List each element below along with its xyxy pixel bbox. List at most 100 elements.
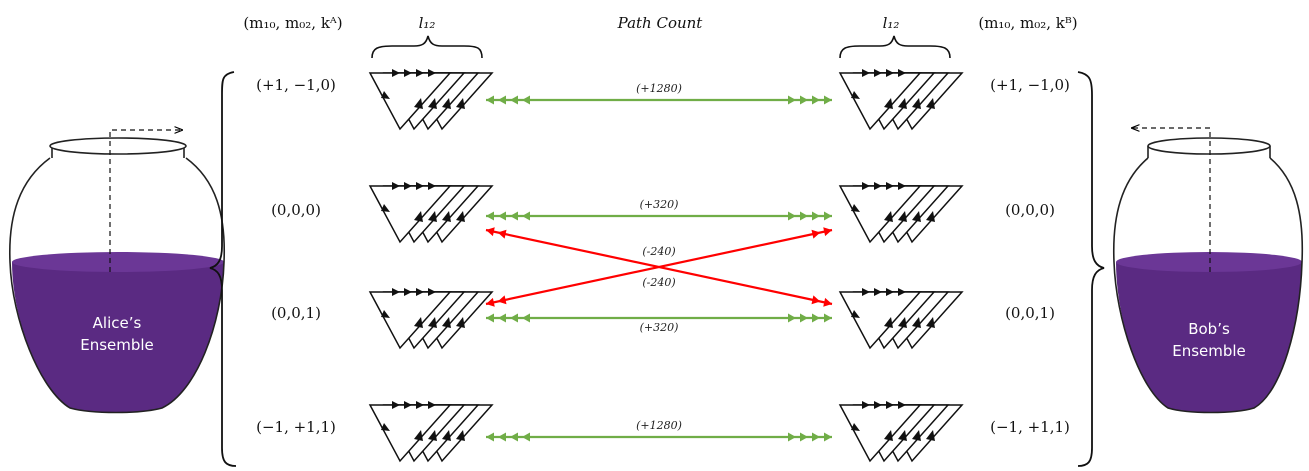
right-edge-arrowhead	[851, 423, 860, 431]
right-top-arrowhead	[874, 182, 882, 190]
link-arrowhead-left	[498, 432, 506, 442]
link-arrowhead-right	[812, 313, 820, 323]
right-top-arrowhead	[874, 288, 882, 296]
right-edge-arrowhead	[851, 204, 860, 212]
left-diag-arrowhead	[428, 430, 437, 441]
right-top-arrowhead	[862, 401, 870, 409]
alice-label-line2: Ensemble	[80, 336, 154, 354]
header-right-tuple: (m₁₀, m₀₂, kᴮ)	[978, 14, 1077, 32]
link-arrowhead-right	[824, 432, 832, 442]
left-edge-arrowhead	[381, 310, 390, 318]
left-top-arrowhead	[416, 288, 424, 296]
right-big-brace	[1077, 71, 1105, 467]
link-arrowhead-left	[510, 313, 518, 323]
header-left-tuple: (m₁₀, m₀₂, kᴬ)	[243, 14, 342, 32]
right-top-arrowhead	[886, 401, 894, 409]
link-arrowhead-left	[510, 95, 518, 105]
left-diag-arrowhead	[456, 430, 465, 441]
left-diag-arrowhead	[414, 98, 423, 109]
right-state-label: (0,0,1)	[1005, 304, 1055, 322]
right-triangle-diagram-2	[838, 288, 964, 350]
left-diag-arrowhead	[456, 211, 465, 222]
link-arrowhead-right	[811, 229, 821, 239]
left-edge-arrowhead	[381, 204, 390, 212]
link-line	[485, 228, 833, 306]
right-top-arrowhead	[874, 401, 882, 409]
right-state-label: (−1, +1,1)	[990, 418, 1070, 436]
right-diag-arrowhead	[926, 317, 935, 328]
left-diag-arrowhead	[442, 98, 451, 109]
left-top-arrowhead	[428, 401, 436, 409]
right-state-label: (0,0,0)	[1005, 201, 1055, 219]
left-diag-arrowhead	[442, 430, 451, 441]
right-diag-arrowhead	[898, 317, 907, 328]
link-arrowhead-left	[486, 211, 494, 221]
link-arrowhead-left	[497, 229, 507, 239]
link-arrowhead-right	[812, 95, 820, 105]
path-count-links: (+1280)(+320)(-240)(-240)(+320)(+1280)	[485, 82, 833, 442]
link-arrowhead-right	[823, 297, 832, 307]
alice-jar: Alice’s Ensemble	[8, 130, 226, 414]
link-arrowhead-right	[812, 432, 820, 442]
path-count-label: (-240)	[642, 276, 675, 289]
link-arrowhead-right	[824, 95, 832, 105]
left-top-arrowhead	[416, 401, 424, 409]
left-top-arrowhead	[404, 288, 412, 296]
right-state-label: (+1, −1,0)	[990, 76, 1070, 94]
link-arrowhead-right	[788, 95, 796, 105]
path-count-label: (+1280)	[636, 82, 682, 95]
left-edge-arrowhead	[381, 423, 390, 431]
link-arrowhead-right	[788, 211, 796, 221]
header-right-l12: l₁₂	[883, 14, 900, 32]
right-diag-arrowhead	[912, 98, 921, 109]
alice-jar-liquid	[12, 262, 224, 413]
right-top-arrowhead	[874, 69, 882, 77]
link-arrowhead-right	[824, 211, 832, 221]
right-edge-arrowhead	[851, 310, 860, 318]
link-arrowhead-right	[788, 313, 796, 323]
right-top-arrowhead	[898, 288, 906, 296]
right-top-arrowhead	[862, 182, 870, 190]
right-diag-arrowhead	[912, 211, 921, 222]
right-edge-arrowhead	[851, 91, 860, 99]
link-arrowhead-left	[522, 211, 530, 221]
left-top-arrowhead	[392, 69, 400, 77]
right-diag-arrowhead	[912, 430, 921, 441]
left-triangle-diagram-3	[368, 401, 494, 463]
left-triangle-diagram-0	[368, 69, 494, 131]
left-big-brace	[209, 71, 237, 467]
right-top-arrowhead	[862, 288, 870, 296]
alice-label-line1: Alice’s	[93, 314, 142, 332]
right-triangle-diagram-0	[838, 69, 964, 131]
left-diag-arrowhead	[428, 98, 437, 109]
link-arrowhead-right	[823, 227, 832, 237]
right-diag-arrowhead	[884, 430, 893, 441]
link-arrowhead-left	[510, 432, 518, 442]
path-count-label: (+320)	[640, 198, 679, 211]
path-count-label: (+1280)	[636, 419, 682, 432]
path-count-link	[486, 211, 832, 221]
left-top-arrowhead	[428, 182, 436, 190]
link-arrowhead-right	[800, 432, 808, 442]
bob-jar: Bob’s Ensemble	[1112, 128, 1304, 414]
right-diag-arrowhead	[898, 211, 907, 222]
link-arrowhead-left	[486, 297, 495, 307]
left-top-arrowhead	[416, 69, 424, 77]
link-arrowhead-right	[812, 211, 820, 221]
bob-jar-outline	[1112, 157, 1304, 414]
right-diag-arrowhead	[884, 98, 893, 109]
header-path-count: Path Count	[617, 14, 704, 32]
bob-label-line2: Ensemble	[1172, 342, 1246, 360]
left-diag-arrowhead	[414, 430, 423, 441]
link-arrowhead-left	[497, 295, 507, 305]
left-small-brace	[371, 35, 483, 59]
left-diag-arrowhead	[442, 317, 451, 328]
left-diag-arrowhead	[456, 317, 465, 328]
alice-jar-rim	[49, 137, 187, 155]
left-top-arrowhead	[392, 288, 400, 296]
link-arrowhead-left	[486, 432, 494, 442]
right-top-arrowhead	[862, 69, 870, 77]
right-triangle-diagram-3	[838, 401, 964, 463]
link-arrowhead-left	[522, 432, 530, 442]
alice-jar-outline	[8, 157, 226, 414]
